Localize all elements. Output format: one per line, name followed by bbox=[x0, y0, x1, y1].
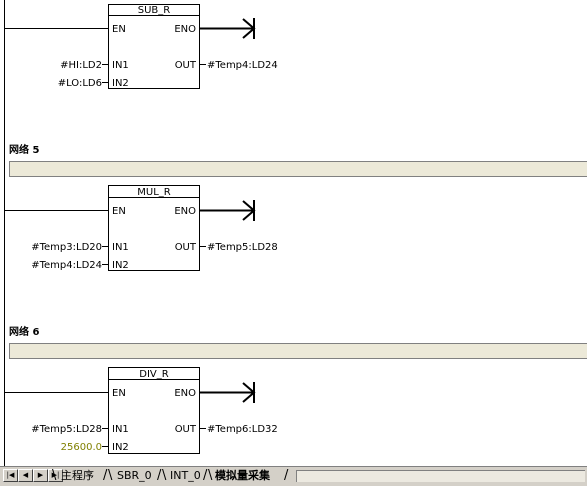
in2-operand[interactable]: #Temp4:LD24 bbox=[31, 260, 102, 271]
network-title: 网络 5 bbox=[9, 143, 39, 156]
out-pin: OUT bbox=[175, 242, 197, 253]
out-operand[interactable]: #Temp5:LD28 bbox=[207, 242, 278, 253]
scrollbar-track[interactable] bbox=[296, 470, 585, 482]
network-comment-bar[interactable] bbox=[10, 344, 587, 359]
network-5: 网络 5 MUL_R EN ENO IN1 IN2 OUT #Temp3:LD2… bbox=[5, 143, 587, 271]
next-tab-button[interactable]: ▶ bbox=[33, 469, 48, 482]
tab-int-0[interactable]: INT_0 bbox=[170, 467, 201, 484]
in2-pin: IN2 bbox=[112, 260, 129, 271]
tab-divider: \ bbox=[52, 468, 56, 484]
in1-operand[interactable]: #Temp5:LD28 bbox=[31, 424, 102, 435]
eno-pin: ENO bbox=[174, 388, 196, 399]
tab-divider: / bbox=[284, 468, 288, 484]
en-pin: EN bbox=[112, 24, 126, 35]
network-6: 网络 6 DIV_R EN ENO IN1 IN2 OUT #Temp5:LD2… bbox=[5, 325, 587, 454]
mul-r-block[interactable] bbox=[109, 186, 200, 271]
block-name: SUB_R bbox=[138, 5, 171, 16]
right-arrow-icon: ▶ bbox=[38, 471, 43, 479]
in2-pin: IN2 bbox=[112, 442, 129, 453]
in1-operand[interactable]: #HI:LD2 bbox=[60, 60, 102, 71]
in1-pin: IN1 bbox=[112, 424, 129, 435]
tab-divider: \ bbox=[162, 468, 166, 484]
in2-operand[interactable]: #LO:LD6 bbox=[58, 78, 102, 89]
network-comment-bar[interactable] bbox=[10, 162, 587, 177]
program-tab-bar: |◀ ◀ ▶ ▶| \ 主程序 / \ SBR_0 / \ INT_0 / \ … bbox=[0, 466, 587, 486]
in2-constant[interactable]: 25600.0 bbox=[61, 442, 102, 453]
tab-divider: \ bbox=[208, 468, 212, 484]
block-name: MUL_R bbox=[137, 187, 171, 198]
prev-tab-button[interactable]: ◀ bbox=[18, 469, 33, 482]
out-pin: OUT bbox=[175, 424, 197, 435]
en-pin: EN bbox=[112, 206, 126, 217]
tab-analog-acquisition[interactable]: 模拟量采集 bbox=[215, 467, 270, 484]
eno-pin: ENO bbox=[174, 206, 196, 217]
tab-divider: / bbox=[103, 468, 107, 484]
out-operand[interactable]: #Temp4:LD24 bbox=[207, 60, 278, 71]
in1-operand[interactable]: #Temp3:LD20 bbox=[31, 242, 102, 253]
in2-pin: IN2 bbox=[112, 78, 129, 89]
ladder-editor[interactable]: SUB_R EN ENO IN1 IN2 OUT #HI:LD2 #LO:LD6… bbox=[0, 0, 587, 466]
sub-r-block[interactable] bbox=[109, 5, 200, 89]
block-name: DIV_R bbox=[139, 369, 168, 380]
first-arrow-icon: |◀ bbox=[7, 471, 15, 479]
in1-pin: IN1 bbox=[112, 242, 129, 253]
tab-sbr-0[interactable]: SBR_0 bbox=[117, 467, 152, 484]
network-4: SUB_R EN ENO IN1 IN2 OUT #HI:LD2 #LO:LD6… bbox=[5, 5, 278, 90]
horizontal-scrollbar[interactable] bbox=[292, 468, 587, 484]
tab-divider: / bbox=[203, 468, 207, 484]
eno-pin: ENO bbox=[174, 24, 196, 35]
div-r-block[interactable] bbox=[109, 368, 200, 454]
left-arrow-icon: ◀ bbox=[23, 471, 28, 479]
tab-divider: / bbox=[157, 468, 161, 484]
network-title: 网络 6 bbox=[9, 325, 39, 338]
tab-divider: \ bbox=[108, 468, 112, 484]
out-operand[interactable]: #Temp6:LD32 bbox=[207, 424, 278, 435]
en-pin: EN bbox=[112, 388, 126, 399]
tab-main[interactable]: 主程序 bbox=[61, 467, 94, 484]
first-tab-button[interactable]: |◀ bbox=[3, 469, 18, 482]
in1-pin: IN1 bbox=[112, 60, 129, 71]
ladder-diagram: SUB_R EN ENO IN1 IN2 OUT #HI:LD2 #LO:LD6… bbox=[0, 0, 587, 466]
out-pin: OUT bbox=[175, 60, 197, 71]
